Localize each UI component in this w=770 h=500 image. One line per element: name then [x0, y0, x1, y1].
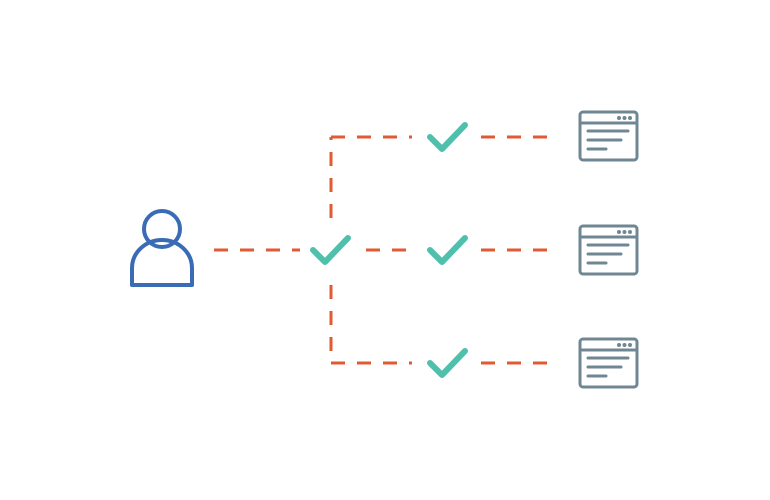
- branch-2-check-icon: [427, 235, 468, 265]
- branch-1-check-icon: [427, 122, 468, 152]
- branch-3-browser-window-icon: [578, 337, 639, 389]
- connectors: [214, 135, 552, 365]
- branch-2-browser-window-icon: [578, 224, 639, 276]
- user-icon: [130, 209, 194, 287]
- hub-check-icon: [310, 235, 351, 265]
- branch-1-browser-window-icon: [578, 110, 639, 162]
- branch-3-check-icon: [427, 348, 468, 378]
